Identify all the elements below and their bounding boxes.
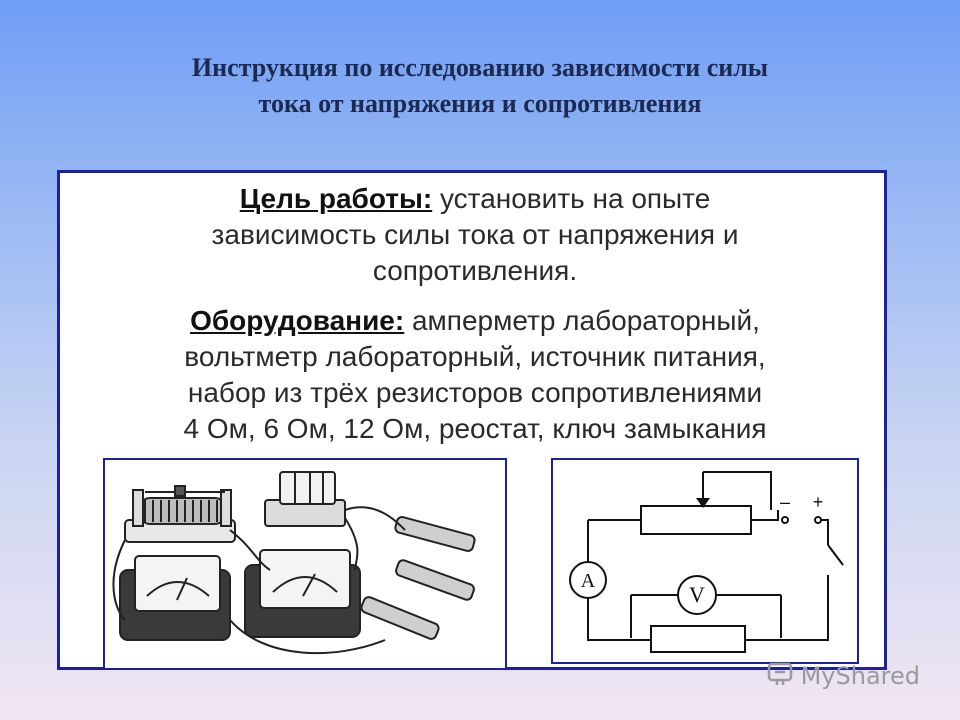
power-source-drawing	[264, 471, 346, 527]
source-terminal-plus	[814, 516, 822, 524]
goal-text-line-1: установить на опыте	[432, 183, 711, 214]
minus-label: –	[780, 492, 790, 512]
resistor-symbol	[650, 625, 746, 653]
rheostat-drawing	[124, 485, 236, 543]
watermark: MyShared	[767, 660, 920, 692]
ammeter-drawing	[119, 555, 231, 641]
title-line-1: Инструкция по исследованию зависимости с…	[191, 53, 769, 82]
lab-equipment-drawing	[112, 471, 476, 655]
equipment-line-3: набор из трёх резисторов сопротивлениями	[187, 377, 763, 408]
title-line-2: тока от напряжения и сопротивления	[258, 89, 702, 118]
voltmeter-symbol	[677, 575, 717, 615]
slide-title: Инструкция по исследованию зависимости с…	[80, 50, 880, 122]
goal-paragraph: Цель работы: установить на опыте зависим…	[90, 181, 860, 289]
ammeter-symbol	[569, 561, 607, 599]
myshared-logo-icon	[767, 660, 797, 692]
goal-text-line-3: сопротивления.	[372, 255, 578, 286]
circuit-schematic: A V – +	[569, 471, 844, 653]
watermark-text: MyShared	[800, 662, 920, 690]
equipment-line-2: вольтметр лабораторный, источник питания…	[184, 341, 766, 372]
voltmeter-drawing	[244, 549, 361, 638]
source-terminal-minus	[781, 516, 789, 524]
voltmeter-label: V	[689, 582, 705, 607]
switch-symbol	[827, 544, 844, 566]
equipment-paragraph: Оборудование: амперметр лабораторный, во…	[90, 303, 860, 447]
plus-label: +	[813, 492, 824, 512]
resistors-drawing	[360, 516, 476, 640]
slider-arrow-icon	[696, 498, 710, 508]
equipment-line-1: амперметр лабораторный,	[404, 305, 760, 336]
ammeter-label: A	[581, 570, 596, 592]
equipment-line-4: 4 Ом, 6 Ом, 12 Ом, реостат, ключ замыкан…	[183, 413, 767, 444]
equipment-illustration	[103, 458, 507, 670]
equipment-header: Оборудование:	[190, 305, 405, 336]
goal-text-line-2: зависимость силы тока от напряжения и	[211, 219, 739, 250]
rheostat-symbol	[640, 505, 752, 535]
circuit-diagram: A V – +	[551, 458, 859, 664]
goal-header: Цель работы:	[239, 183, 433, 214]
